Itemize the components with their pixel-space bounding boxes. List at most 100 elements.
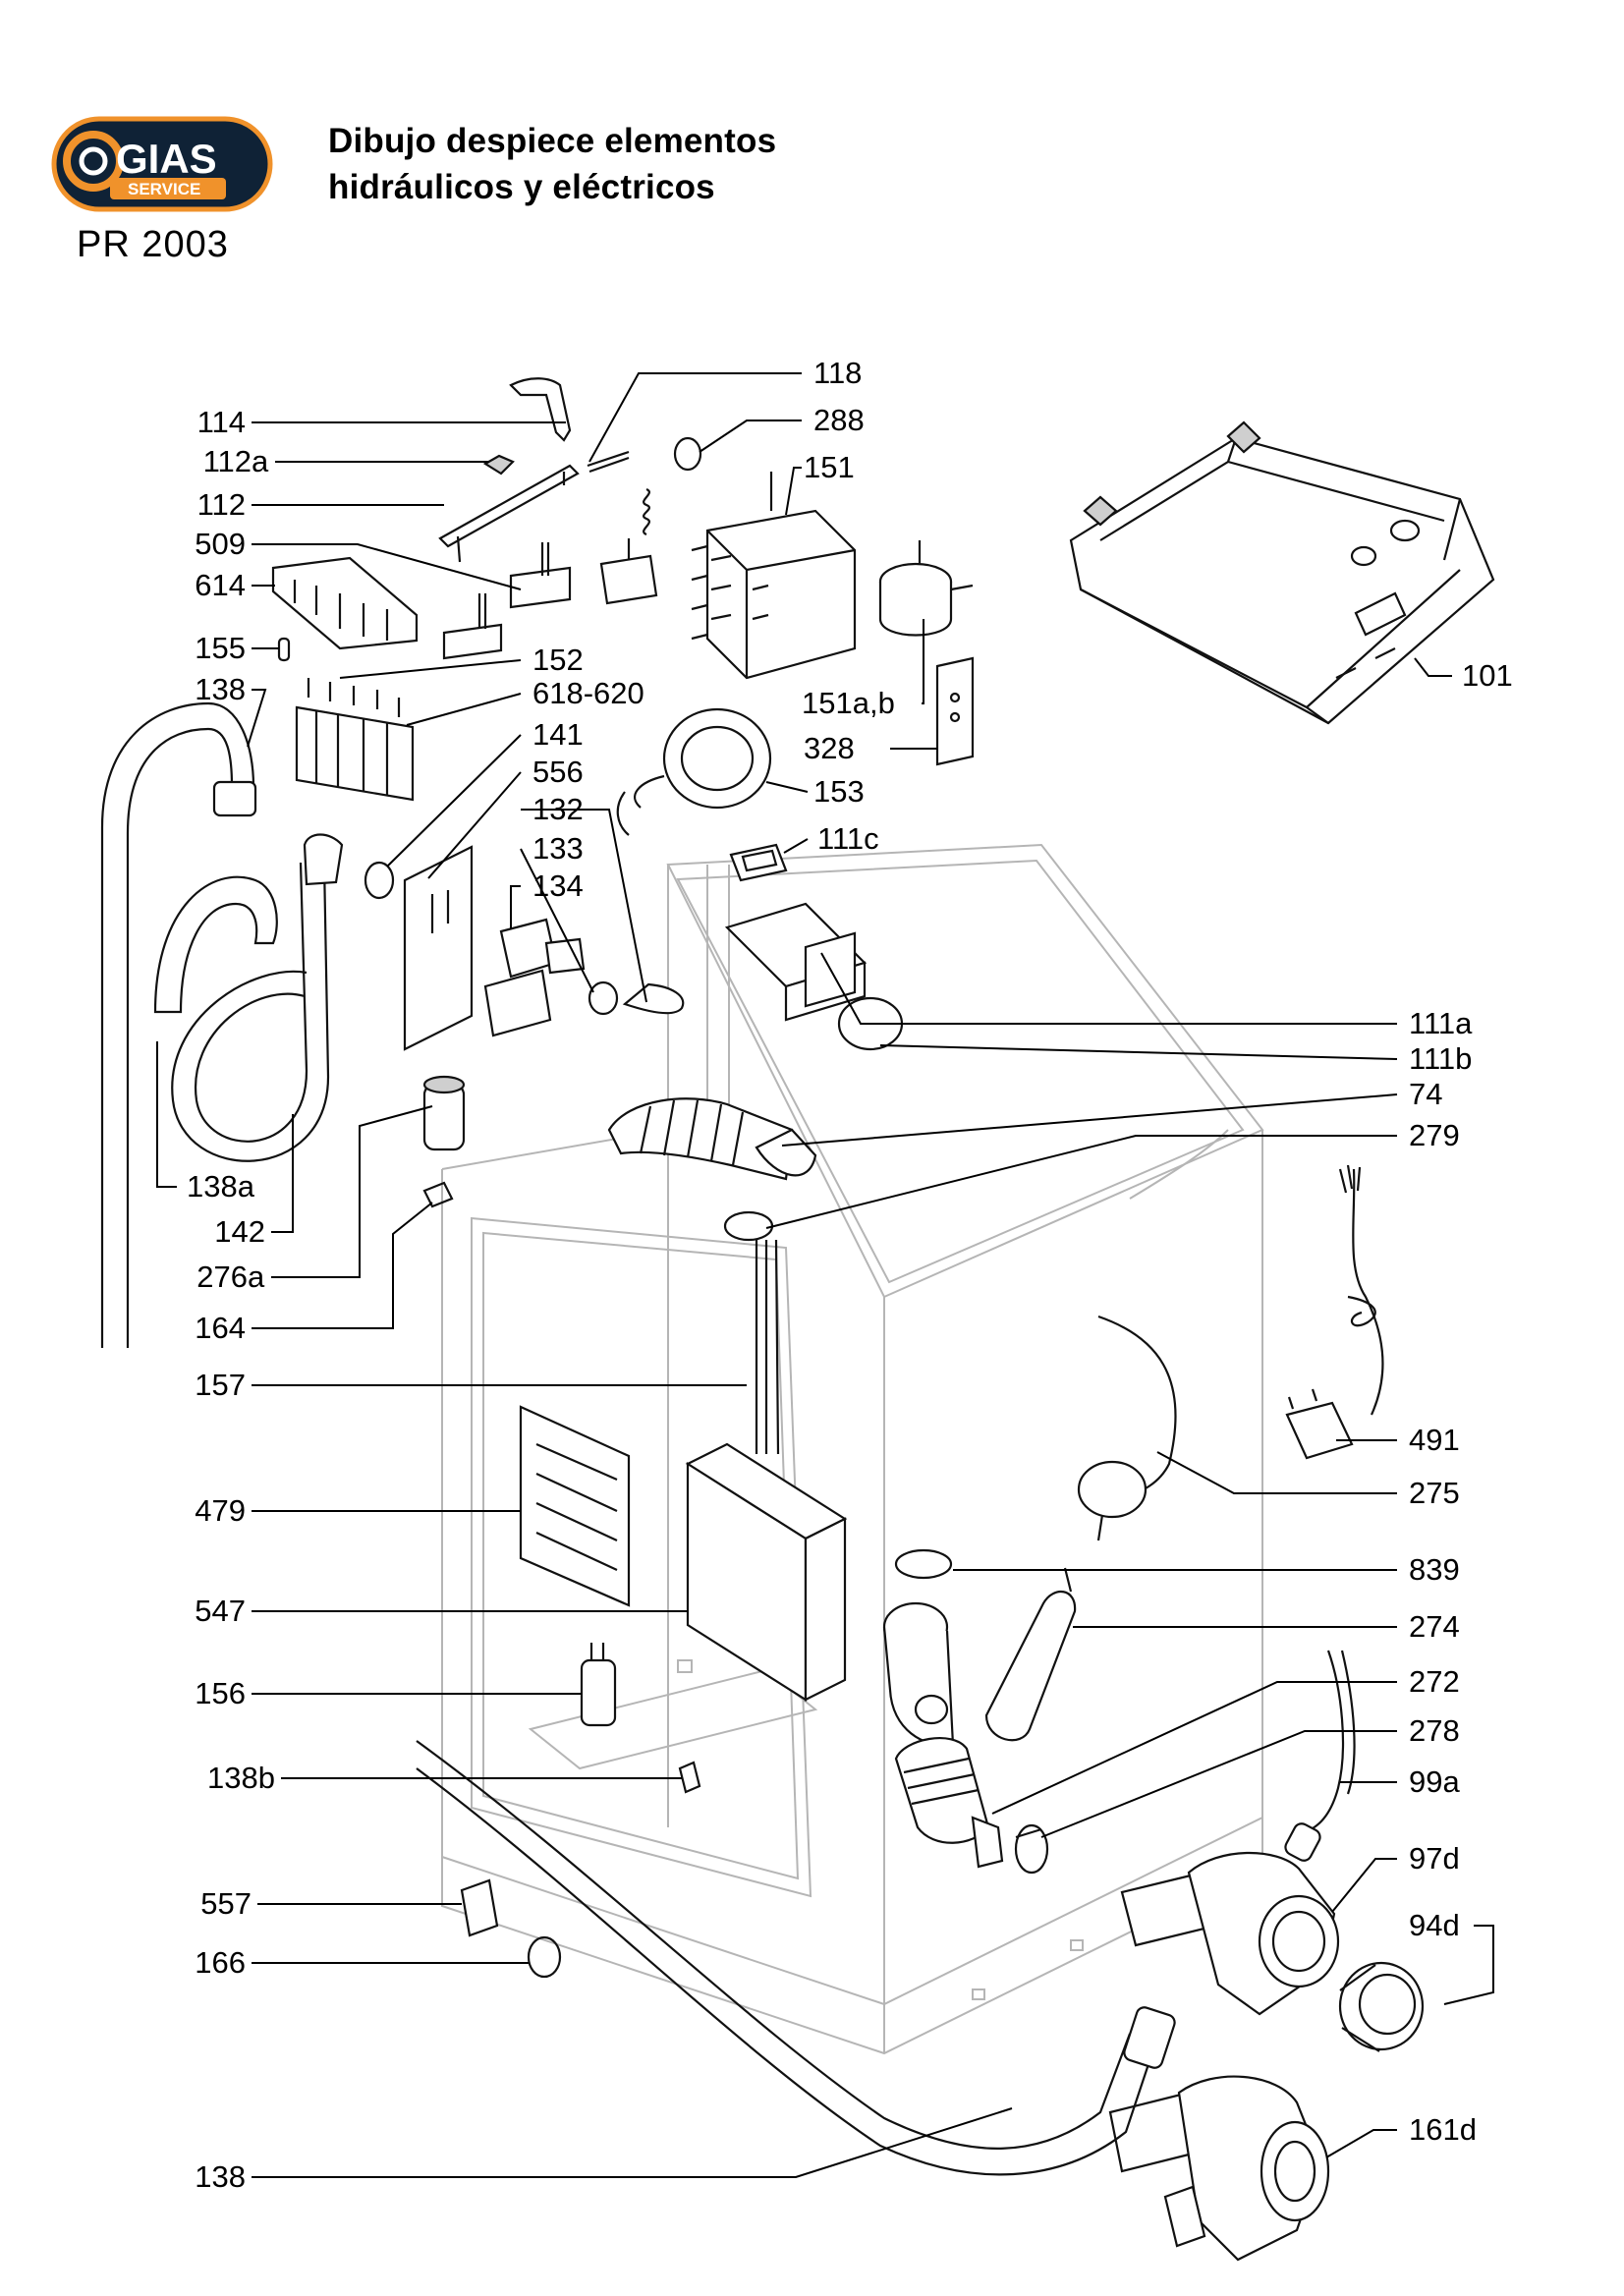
leader-line xyxy=(252,1202,433,1329)
callout-label: 164 xyxy=(195,1311,246,1345)
callout-label: 112a xyxy=(203,444,269,478)
callout-label: 151 xyxy=(804,450,855,484)
callout-label: 97d xyxy=(1409,1841,1460,1876)
callout-label: 132 xyxy=(532,792,584,826)
leader-line xyxy=(1331,1858,1397,1913)
part-138b-clip xyxy=(678,1761,701,1794)
callout-label: 328 xyxy=(804,731,855,765)
leader-line xyxy=(765,1135,1397,1229)
leader-line xyxy=(386,734,522,868)
callout-label: 275 xyxy=(1409,1476,1460,1510)
callout-288-8: 288 xyxy=(699,403,865,453)
part-134-solenoid-valve xyxy=(483,918,586,1037)
part-614-bracket xyxy=(271,556,419,650)
leader-line xyxy=(1414,657,1452,677)
part-114-lever xyxy=(509,377,572,442)
part-166-clamp xyxy=(527,1935,562,1979)
callout-label: 141 xyxy=(532,717,584,752)
callout-114-0: 114 xyxy=(197,405,566,439)
part-479-board xyxy=(519,1405,631,1607)
callout-118-7: 118 xyxy=(588,356,862,463)
part-278-clamp xyxy=(1014,1823,1049,1875)
logo-brand-text: GIAS xyxy=(116,136,217,182)
part-111a-dispenser xyxy=(724,902,868,1022)
callout-label: 112 xyxy=(197,487,246,522)
callout-label: 156 xyxy=(195,1676,246,1710)
callout-label: 133 xyxy=(532,831,584,866)
callout-label: 556 xyxy=(532,755,584,789)
page-title-line-1: Dibujo despiece elementos xyxy=(328,122,777,160)
logo-sub-text: SERVICE xyxy=(128,180,200,198)
part-491-power-cable xyxy=(1285,1164,1384,1460)
part-132-hose xyxy=(616,791,685,1015)
part-142-drain-hose xyxy=(171,833,344,1162)
callout-111c-20: 111c xyxy=(783,821,879,856)
callout-161d-47: 161d xyxy=(1325,2112,1477,2158)
callout-label: 272 xyxy=(1409,1664,1460,1699)
callout-label: 99a xyxy=(1409,1764,1460,1799)
leader-line xyxy=(521,809,647,1003)
callout-164-29: 164 xyxy=(195,1202,433,1345)
page-title-line-2: hidráulicos y eléctricos xyxy=(328,168,715,206)
leader-line xyxy=(427,771,522,879)
callout-274-41: 274 xyxy=(1073,1609,1460,1644)
leader-line xyxy=(781,1093,1398,1147)
part-288-knob xyxy=(673,436,702,472)
leader-line xyxy=(699,420,802,453)
part-138-inlet-hose xyxy=(100,701,257,1348)
callout-133-15: 133 xyxy=(520,831,594,993)
callout-label: 118 xyxy=(813,356,862,390)
callout-328-18: 328 xyxy=(804,731,937,765)
callout-618-620-11: 618-620 xyxy=(406,676,644,726)
callout-label: 111a xyxy=(1409,1006,1473,1040)
callout-153-19: 153 xyxy=(765,774,865,809)
leader-line xyxy=(1156,1451,1397,1494)
callout-112a-1: 112a xyxy=(203,444,489,478)
part-138a-support-hook xyxy=(153,875,278,1014)
part-152-relays xyxy=(295,678,415,802)
callout-label: 142 xyxy=(214,1214,265,1249)
callout-label: 839 xyxy=(1409,1552,1460,1587)
callout-276a-28: 276a xyxy=(196,1105,433,1294)
callout-152-10: 152 xyxy=(339,643,584,679)
callout-111b-23: 111b xyxy=(879,1041,1472,1076)
leader-line xyxy=(588,372,802,463)
part-153-pressure-switch xyxy=(634,707,772,810)
callout-138b-34: 138b xyxy=(207,1761,682,1795)
leader-line xyxy=(252,543,522,590)
leader-line xyxy=(1040,1730,1397,1838)
callout-138a-26: 138a xyxy=(156,1041,255,1204)
callout-label: 155 xyxy=(195,631,246,665)
part-557-clip xyxy=(460,1878,499,1937)
document-code: PR 2003 xyxy=(77,224,229,265)
callout-label: 138 xyxy=(195,672,246,706)
callout-279-25: 279 xyxy=(765,1118,1460,1229)
callout-839-40: 839 xyxy=(953,1552,1460,1587)
part-151ab-timer xyxy=(878,540,974,637)
callout-label: 152 xyxy=(532,643,584,677)
callout-label: 547 xyxy=(195,1594,246,1628)
callout-166-36: 166 xyxy=(195,1945,529,1980)
callout-111a-22: 111a xyxy=(820,952,1473,1040)
callout-155-5: 155 xyxy=(195,631,279,665)
part-99a-drain-hose xyxy=(1284,1650,1356,1862)
callout-label: 138 xyxy=(195,2159,246,2194)
part-509-switches xyxy=(442,542,572,660)
callout-label: 157 xyxy=(195,1368,246,1402)
leader-line xyxy=(922,619,924,704)
callout-99a-44: 99a xyxy=(1340,1764,1460,1799)
leader-line xyxy=(1325,2129,1397,2158)
callout-278-43: 278 xyxy=(1040,1713,1460,1838)
part-111c-gasket xyxy=(729,843,788,882)
gias-service-logo: GIAS SERVICE xyxy=(51,116,273,212)
leader-line xyxy=(520,848,594,993)
part-97d-pump-housing xyxy=(1120,1851,1340,2016)
leader-line xyxy=(765,781,809,793)
leader-line xyxy=(156,1041,177,1188)
callout-label: 151a,b xyxy=(802,686,895,720)
callout-label: 138a xyxy=(187,1169,255,1204)
callout-151-9: 151 xyxy=(785,450,855,516)
callout-97d-45: 97d xyxy=(1331,1841,1460,1913)
leader-line xyxy=(406,693,522,726)
